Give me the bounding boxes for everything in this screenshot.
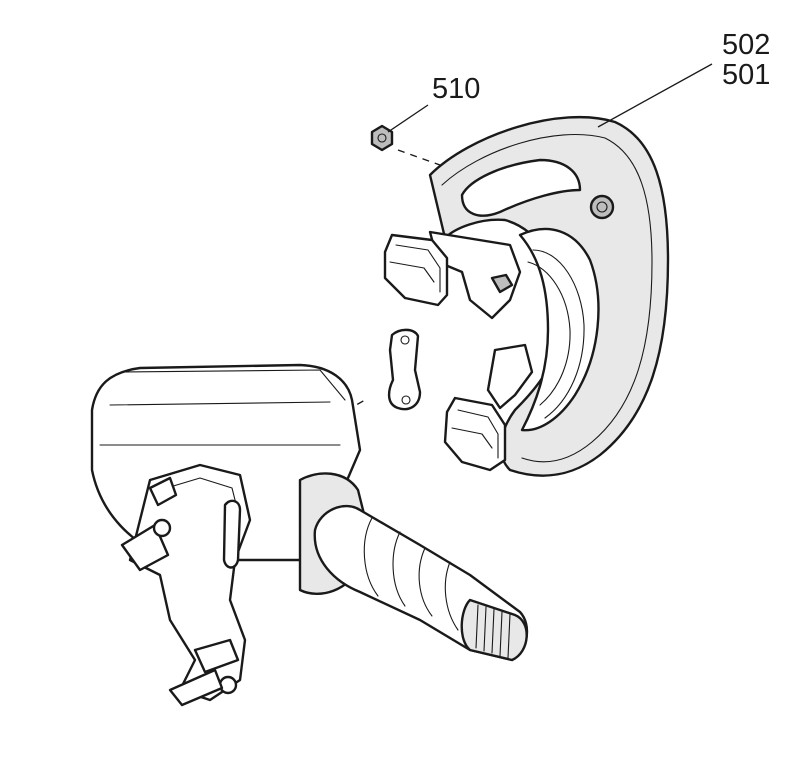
bolt-510 [370, 104, 429, 152]
callout-502: 502 [722, 29, 771, 61]
callout-510: 510 [432, 73, 481, 105]
bolt-alignment-line [397, 149, 441, 166]
shield-leader-line [597, 63, 713, 128]
callout-501: 501 [722, 59, 771, 91]
splash-shield [383, 115, 670, 477]
mounting-plate [387, 328, 422, 411]
axle-housing [90, 363, 529, 707]
